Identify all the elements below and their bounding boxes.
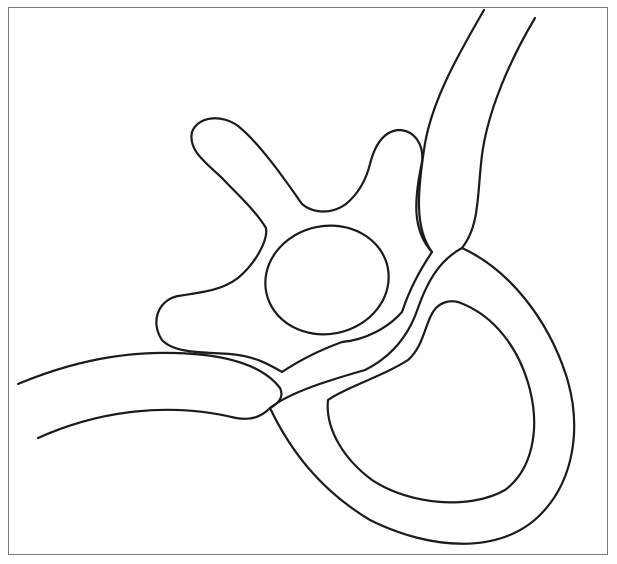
oval-opening: [255, 214, 399, 345]
lower-shape-inner-outline: [328, 301, 534, 502]
upper-right-band-inner-edge: [462, 18, 535, 248]
lower-left-band-upper-edge: [18, 353, 205, 384]
upper-right-band-outer-edge: [419, 10, 484, 252]
lower-left-band-lower-edge: [38, 408, 270, 438]
upper-lobed-outline: [156, 118, 432, 372]
band-junction-curve: [205, 355, 281, 408]
